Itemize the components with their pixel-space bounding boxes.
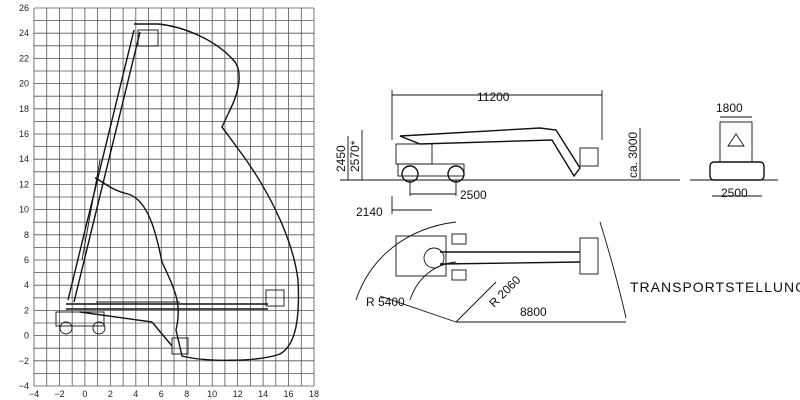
y-tick-label: −2 bbox=[19, 356, 29, 366]
overall-length-label: 11200 bbox=[477, 90, 510, 104]
y-tick-label: 10 bbox=[19, 205, 29, 215]
plan-basket bbox=[579, 237, 599, 275]
x-tick-labels: −4 −2 0 2 4 6 8 10 12 14 16 18 bbox=[29, 389, 319, 399]
y-tick-label: 26 bbox=[19, 3, 29, 13]
y-tick-label: 24 bbox=[19, 28, 29, 38]
chassis-body bbox=[55, 311, 105, 327]
y-tick-label: −4 bbox=[19, 381, 29, 391]
plan-view: R 5400 R 2060 8800 bbox=[355, 221, 627, 323]
front-wheels bbox=[709, 161, 765, 181]
y-tick-label: 20 bbox=[19, 79, 29, 89]
y-tick-label: 0 bbox=[24, 331, 29, 341]
x-tick-label: 10 bbox=[207, 389, 217, 399]
plan-chassis bbox=[395, 235, 447, 277]
front-view: 1800 2500 bbox=[690, 101, 778, 200]
y-tick-label: 12 bbox=[19, 179, 29, 189]
x-tick-label: −4 bbox=[29, 389, 39, 399]
y-tick-label: 2 bbox=[24, 305, 29, 315]
y-tick-label: 14 bbox=[19, 154, 29, 164]
y-tick-label: 22 bbox=[19, 53, 29, 63]
arc-inner bbox=[409, 261, 457, 301]
boom-lower bbox=[73, 31, 141, 303]
x-tick-label: 8 bbox=[184, 389, 189, 399]
x-tick-label: 16 bbox=[284, 389, 294, 399]
length-8800-label: 8800 bbox=[520, 305, 547, 319]
boom-down-1 bbox=[79, 311, 153, 323]
y-tick-label: 4 bbox=[24, 280, 29, 290]
wheelbase-label: 2500 bbox=[460, 188, 487, 202]
radius-outer-label: R 5400 bbox=[366, 295, 405, 309]
y-tick-label: 6 bbox=[24, 255, 29, 265]
side-chassis bbox=[397, 163, 465, 177]
height-2570-label: 2570* bbox=[348, 140, 362, 172]
working-envelope bbox=[94, 23, 300, 361]
boom-cylinder bbox=[81, 159, 101, 261]
boom-down-2 bbox=[151, 321, 173, 347]
basket-low bbox=[171, 337, 189, 355]
basket-top bbox=[137, 29, 159, 47]
basket-right bbox=[265, 289, 285, 307]
y-tick-label: 8 bbox=[24, 230, 29, 240]
front-triangle bbox=[727, 133, 745, 147]
x-tick-label: 14 bbox=[258, 389, 268, 399]
side-turret bbox=[395, 143, 433, 165]
arc-right bbox=[599, 221, 627, 319]
x-tick-label: 0 bbox=[82, 389, 87, 399]
front-body bbox=[719, 121, 753, 163]
x-tick-label: 2 bbox=[108, 389, 113, 399]
plan-wheel-2 bbox=[451, 269, 467, 281]
wheel-rear bbox=[59, 321, 73, 335]
front-bottom-width-label: 2500 bbox=[721, 186, 748, 200]
radius-inner-line bbox=[455, 281, 497, 323]
radius-inner-label: R 2060 bbox=[486, 273, 523, 310]
x-tick-label: 12 bbox=[233, 389, 243, 399]
side-view: 11200 2450 2570* ca. 3000 2500 2140 bbox=[334, 90, 680, 219]
x-tick-label: 18 bbox=[309, 389, 319, 399]
plan-boom-2 bbox=[439, 261, 581, 265]
front-top-width-label: 1800 bbox=[716, 101, 743, 115]
side-boom bbox=[399, 127, 581, 178]
rear-overhang-label: 2140 bbox=[356, 205, 383, 219]
x-tick-label: 6 bbox=[159, 389, 164, 399]
x-tick-label: −2 bbox=[54, 389, 64, 399]
y-tick-label: 18 bbox=[19, 104, 29, 114]
boom-upper bbox=[67, 29, 135, 301]
transport-position-label: TRANSPORTSTELLUNG bbox=[630, 279, 800, 295]
plan-wheel-1 bbox=[451, 233, 467, 245]
y-tick-label: 16 bbox=[19, 129, 29, 139]
range-grid bbox=[33, 7, 315, 387]
side-basket bbox=[579, 147, 599, 167]
height-3000-label: ca. 3000 bbox=[626, 132, 640, 178]
arc-outer bbox=[355, 221, 457, 301]
plan-turret bbox=[423, 247, 445, 269]
radius-outer-line bbox=[379, 295, 457, 323]
height-2450-label: 2450 bbox=[334, 145, 348, 172]
x-tick-label: 4 bbox=[133, 389, 138, 399]
wheel-front bbox=[92, 321, 106, 335]
